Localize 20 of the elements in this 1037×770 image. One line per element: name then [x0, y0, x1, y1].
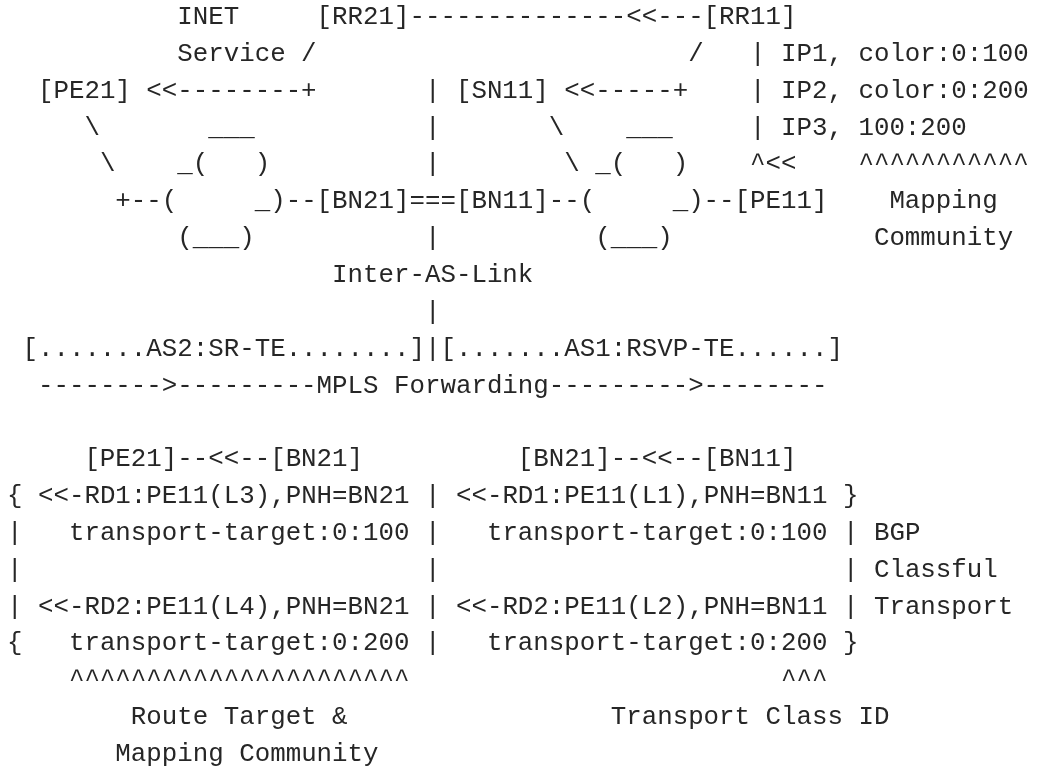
ascii-art-line: ^^^^^^^^^^^^^^^^^^^^^^ ^^^: [68, 665, 828, 698]
ascii-art-line: +--( _)--[BN21]===[BN11]--( _)--[PE11] Mapping: [115, 186, 998, 219]
ascii-art-line: | | | Classful: [7, 554, 998, 587]
ascii-art-line: \ ___ | \ ___ | IP3, 100:200: [84, 112, 967, 145]
ascii-art-line: { transport-target:0:200 | transport-target:0:200 }: [7, 628, 859, 661]
ascii-art-line: Service / / | IP1, color:0:100: [177, 38, 1029, 71]
ascii-art-line: | transport-target:0:100 | transport-target:0:100 | BGP: [7, 517, 921, 550]
ascii-art-line: Inter-AS-Link: [332, 259, 534, 292]
ascii-art-line: (___) | (___) Community: [177, 223, 1014, 256]
ascii-art-line: { <<-RD1:PE11(L3),PNH=BN21 | <<-RD1:PE11(L1),PNH=BN11 }: [7, 481, 859, 514]
ascii-art-line: Route Target & Transport Class ID: [130, 702, 890, 735]
ascii-art-line: [.......AS2:SR-TE........]|[.......AS1:RSVP-TE......]: [22, 333, 843, 366]
ascii-art-line: [PE21] <<--------+ | [SN11] <<-----+ | IP2, color:0:200: [37, 75, 1029, 108]
ascii-art-line: | <<-RD2:PE11(L4),PNH=BN21 | <<-RD2:PE11(L2),PNH=BN11 | Transport: [7, 591, 1014, 624]
ascii-art-line: Mapping Community: [115, 739, 379, 770]
ascii-art-line: \ _( ) | \ _( ) ^<< ^^^^^^^^^^^: [99, 149, 1029, 182]
ascii-art-line: |: [424, 296, 441, 329]
ascii-art-line: -------->---------MPLS Forwarding--------->--------: [37, 370, 828, 403]
ascii-art-line: [PE21]--<<--[BN21] [BN21]--<<--[BN11]: [84, 444, 797, 477]
ascii-art-line: INET [RR21]--------------<<---[RR11]: [177, 2, 797, 34]
